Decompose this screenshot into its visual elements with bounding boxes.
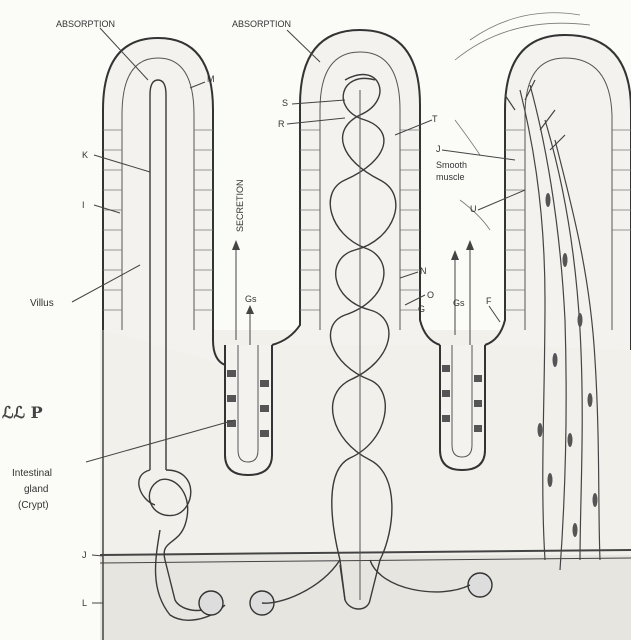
label-j-bottom: J bbox=[82, 550, 87, 560]
secretion-arrowhead-right bbox=[451, 250, 459, 260]
villus-left-outline bbox=[103, 38, 225, 365]
leader-absorption-right bbox=[287, 30, 320, 62]
vessel-cross-section-1 bbox=[199, 591, 223, 615]
lamina-propria bbox=[100, 330, 631, 560]
secretion-arrowhead-left bbox=[232, 240, 240, 250]
label-intestinal-gland-2: gland bbox=[24, 484, 48, 495]
label-absorption-right: ABSORPTION bbox=[232, 19, 291, 29]
label-secretion: SECRETION bbox=[235, 179, 245, 232]
label-smooth-muscle-1: Smooth bbox=[436, 160, 467, 170]
label-r: R bbox=[278, 119, 285, 129]
label-n: N bbox=[420, 266, 427, 276]
villus-middle-outline bbox=[272, 30, 440, 345]
label-k-left: K bbox=[82, 150, 88, 160]
leader-f bbox=[489, 306, 500, 322]
vessel-cross-section-3 bbox=[468, 573, 492, 597]
secretion-arrowhead-left-short bbox=[246, 305, 254, 314]
label-smooth-muscle-2: muscle bbox=[436, 172, 465, 182]
label-g: G bbox=[418, 304, 425, 314]
label-intestinal-gland-3: (Crypt) bbox=[18, 500, 49, 511]
label-l-bottom: L bbox=[82, 598, 87, 608]
label-intestinal-gland-1: Intestinal bbox=[12, 468, 52, 479]
label-o: O bbox=[427, 290, 434, 300]
label-s: S bbox=[282, 98, 288, 108]
label-j-right: J bbox=[436, 144, 441, 154]
villus-right-outline bbox=[485, 35, 631, 350]
label-u: U bbox=[470, 204, 477, 214]
label-gs-left: Gs bbox=[245, 294, 257, 304]
crypt-right bbox=[440, 345, 485, 470]
label-gs-right: Gs bbox=[453, 298, 465, 308]
secretion-arrowhead-right-tall bbox=[466, 240, 474, 250]
label-f: F bbox=[486, 296, 492, 306]
label-absorption-left: ABSORPTION bbox=[56, 19, 115, 29]
label-i-left: I bbox=[82, 200, 85, 210]
submucosa-layer bbox=[100, 555, 631, 640]
label-t: T bbox=[432, 114, 438, 124]
label-m-top: M bbox=[207, 74, 215, 84]
label-villus: Villus bbox=[30, 298, 54, 309]
margin-mark: ℒℒ P bbox=[2, 403, 43, 422]
